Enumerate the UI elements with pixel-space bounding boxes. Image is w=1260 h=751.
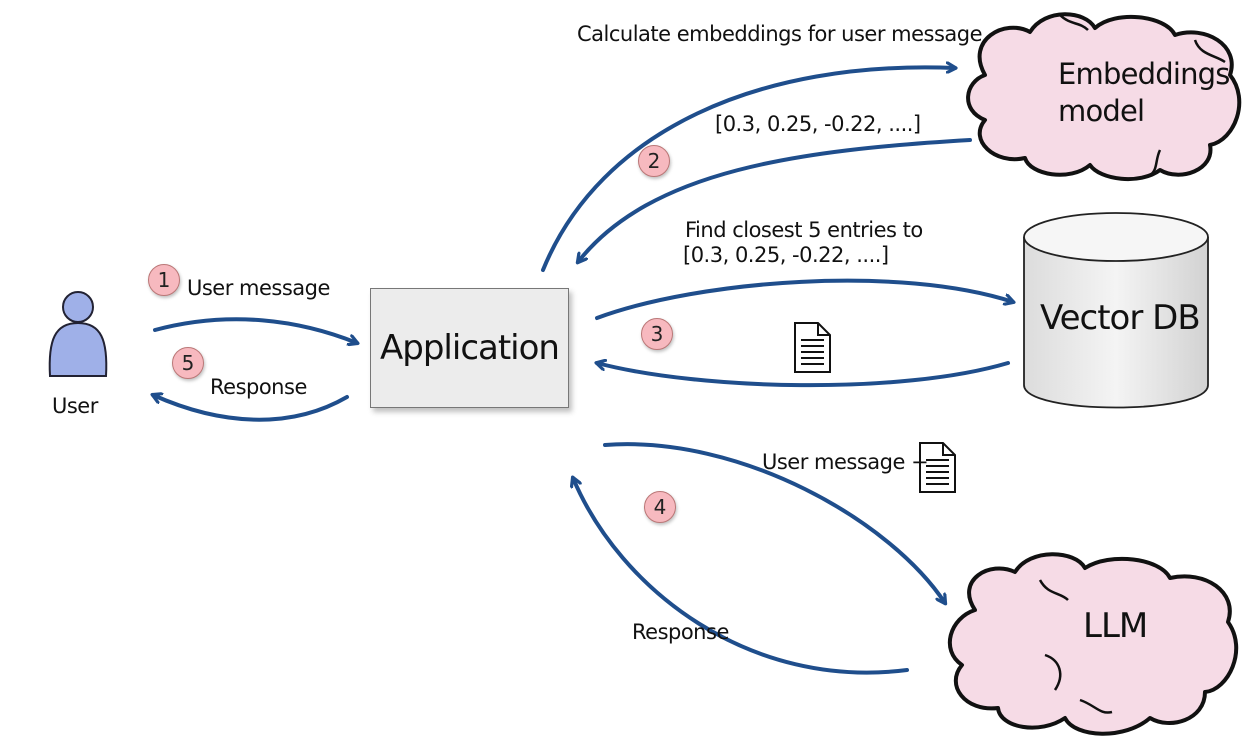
vector-db-label: Vector DB	[1040, 298, 1201, 338]
document-icon	[794, 322, 831, 373]
step-badge-3: 3	[641, 318, 673, 350]
application-node: Application	[370, 288, 569, 408]
application-label: Application	[380, 328, 560, 368]
edge-label-calc-embeddings: Calculate embeddings for user message	[577, 22, 983, 46]
document-icon	[919, 442, 956, 493]
edge-label-find-closest-line1: Find closest 5 entries to	[685, 218, 923, 242]
edge-label-user-message: User message	[187, 276, 330, 300]
user-figure-icon	[48, 291, 108, 377]
arrow-app-to-embeddings	[541, 67, 955, 272]
arrow-app-to-vectordb	[595, 278, 1013, 320]
arrow-vectordb-to-app	[597, 363, 1010, 388]
llm-label: LLM	[1083, 606, 1148, 646]
edge-label-find-closest-line2: [0.3, 0.25, -0.22, ....]	[683, 243, 889, 267]
edge-label-llm-response: Response	[632, 620, 729, 644]
arrow-app-to-llm	[603, 442, 945, 603]
user-label: User	[52, 394, 98, 418]
llm-cloud-icon	[947, 552, 1239, 736]
arrows	[153, 67, 1013, 675]
database-cylinder-icon	[1023, 212, 1209, 409]
arrow-llm-to-app	[573, 478, 909, 675]
edge-label-embedding-vector: [0.3, 0.25, -0.22, ....]	[715, 112, 921, 136]
arrow-embeddings-to-app	[578, 138, 972, 262]
embeddings-model-label-line1: Embeddings	[1058, 57, 1230, 91]
arrow-app-to-user	[153, 395, 349, 422]
edge-label-llm-request: User message +	[762, 450, 929, 474]
step-badge-5: 5	[172, 347, 204, 379]
embeddings-model-cloud-icon	[966, 12, 1242, 182]
embeddings-model-label-line2: model	[1058, 94, 1145, 128]
step-badge-2: 2	[638, 145, 670, 177]
step-badge-1: 1	[148, 264, 180, 296]
arrow-user-to-app	[153, 317, 357, 343]
edge-label-response-to-user: Response	[210, 375, 307, 399]
step-badge-4: 4	[644, 491, 676, 523]
